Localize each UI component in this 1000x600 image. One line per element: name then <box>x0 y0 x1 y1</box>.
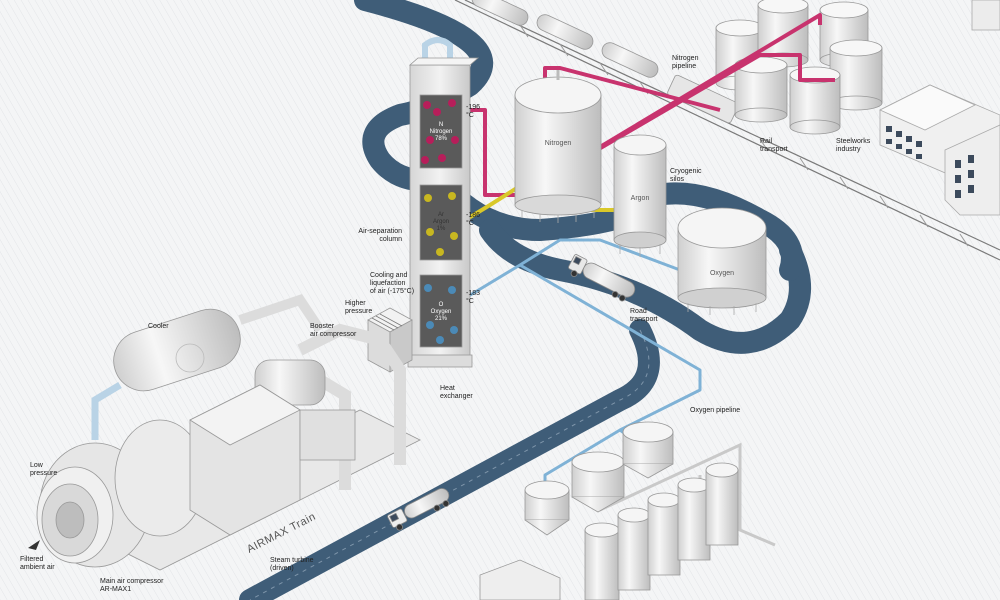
argon-temperature: -186 °C <box>466 212 481 227</box>
nitrogen-pipeline-label: Nitrogen pipeline <box>672 55 699 70</box>
rail-sleepers <box>519 24 969 247</box>
cooler-label: Cooler <box>148 323 169 330</box>
nitrogen-tank-label: Nitrogen <box>544 140 572 147</box>
air-separation-column-label: Air-separation column <box>358 228 402 243</box>
cryogenic-silos-label: Cryogenic silos <box>670 168 702 183</box>
steam-turbine-label: Steam turbine (driven) <box>270 557 314 572</box>
highway-tanker-truck <box>387 488 450 531</box>
oxygen-tank <box>677 207 767 315</box>
column-oxygen-label: O Oxygen 21% <box>424 302 458 323</box>
argon-name: Argon <box>432 219 449 225</box>
rail-transport-label: Rail transport <box>760 138 788 153</box>
compressor-train <box>36 294 421 571</box>
argon-silo <box>613 134 667 257</box>
column-molecules <box>421 99 459 344</box>
argon-tank-label: Argon <box>630 195 650 202</box>
low-pressure-label: Low pressure <box>30 462 58 477</box>
filtered-air-label: Filtered ambient air <box>20 556 55 571</box>
heat-exchanger-label: Heat exchanger <box>440 385 473 400</box>
road-transport-label: Road transport <box>630 308 658 323</box>
air-separation-column <box>407 37 480 368</box>
lower-process-silos <box>479 421 739 600</box>
nitrogen-tank <box>514 70 602 223</box>
oxygen-pipeline-label: Oxygen pipeline <box>690 407 741 414</box>
road-tanker-truck <box>568 254 636 302</box>
steelworks-label: Steelworks industry <box>836 138 871 153</box>
railway <box>454 0 1000 261</box>
column-argon-label: Ar Argon 1% <box>424 212 458 233</box>
filtered-air-arrow <box>28 540 40 550</box>
argon-percent: 1% <box>436 226 446 232</box>
road-centerline <box>249 329 650 600</box>
nitrogen-name: Nitrogen <box>429 129 453 135</box>
main-compressor-label: Main air compressor AR-MAX1 <box>100 578 164 593</box>
steelworks-buildings <box>879 0 1000 216</box>
argon-symbol: Ar <box>438 212 444 218</box>
oxygen-percent: 21% <box>434 316 447 322</box>
booster-compressor-label: Booster air compressor <box>310 323 357 338</box>
oxygen-symbol: O <box>438 302 444 308</box>
cooling-liquefaction-label: Cooling and liquefaction of air (-175°C) <box>370 272 415 295</box>
oxygen-name: Oxygen <box>430 309 452 315</box>
nitrogen-temperature: -196 °C <box>466 104 481 119</box>
higher-pressure-label: Higher pressure <box>345 300 373 315</box>
rail-tank-cars <box>471 0 739 124</box>
oxygen-temperature: -183 °C <box>466 290 481 305</box>
oxygen-tank-label: Oxygen <box>709 270 735 277</box>
nitrogen-percent: 78% <box>434 136 447 142</box>
column-nitrogen-label: N Nitrogen 78% <box>424 122 458 143</box>
nitrogen-symbol: N <box>438 122 444 128</box>
